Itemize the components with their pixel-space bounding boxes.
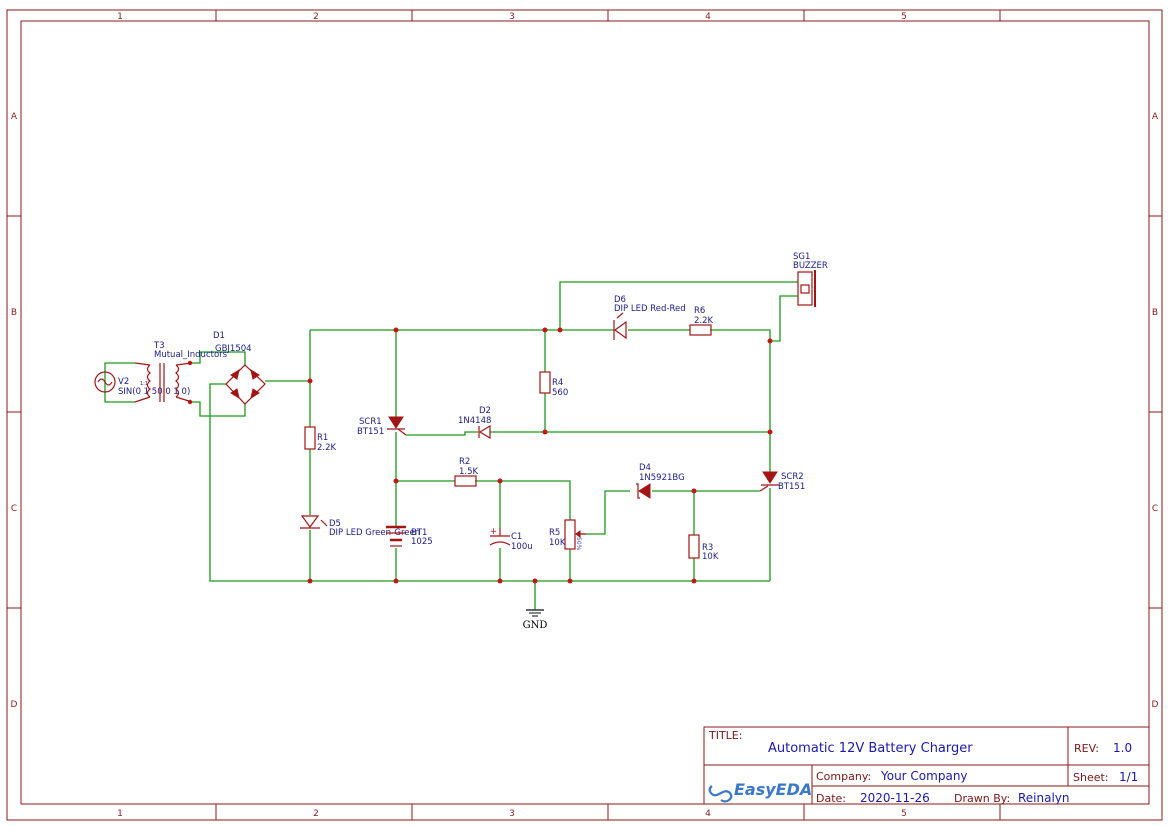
r5-potentiometer[interactable]: R5 10K 50% bbox=[549, 519, 586, 551]
scr1-thyristor[interactable]: SCR1 BT151 bbox=[357, 416, 407, 437]
rev-key: REV: bbox=[1074, 742, 1099, 755]
r1-value: 2.2K bbox=[317, 443, 337, 453]
col-label-top: 2 bbox=[313, 12, 319, 22]
scr2-value: BT151 bbox=[778, 482, 805, 492]
c1-value: 100u bbox=[511, 542, 533, 552]
d4-zener-diode[interactable]: D4 1N5921BG bbox=[636, 463, 685, 499]
d2-value: 1N4148 bbox=[458, 416, 491, 426]
r6-value: 2.2K bbox=[694, 316, 714, 326]
r5-ref: R5 bbox=[549, 528, 560, 538]
drawn-by-key: Drawn By: bbox=[954, 792, 1010, 805]
bt1-battery[interactable]: BT1 1025 bbox=[386, 525, 433, 547]
logo-text: EasyEDA bbox=[734, 780, 812, 799]
r4-ref: R4 bbox=[552, 378, 563, 388]
col-label-bottom: 2 bbox=[313, 809, 319, 819]
scr2-thyristor[interactable]: SCR2 BT151 bbox=[759, 471, 805, 492]
d5-green-led[interactable]: D5 DIP LED Green-Green bbox=[300, 515, 420, 538]
row-label-left: B bbox=[11, 308, 17, 318]
d5-ref: D5 bbox=[329, 519, 341, 529]
r1-resistor[interactable]: R1 2.2K bbox=[304, 426, 337, 453]
sheet-key: Sheet: bbox=[1073, 771, 1109, 784]
r2-resistor[interactable]: R2 1.5K bbox=[454, 457, 479, 487]
row-label-right: A bbox=[1152, 112, 1159, 122]
r3-ref: R3 bbox=[702, 543, 713, 553]
col-label-top: 3 bbox=[509, 12, 515, 22]
d6-value: DIP LED Red-Red bbox=[614, 304, 686, 314]
t3-ref: T3 bbox=[153, 341, 165, 351]
gnd-label: GND bbox=[523, 620, 548, 631]
r2-value: 1.5K bbox=[459, 467, 479, 477]
rev-value: 1.0 bbox=[1113, 741, 1132, 755]
row-label-left: C bbox=[11, 504, 17, 514]
r6-ref: R6 bbox=[694, 306, 705, 316]
bt1-value: 1025 bbox=[411, 537, 433, 547]
col-label-bottom: 1 bbox=[117, 809, 123, 819]
v2-sine-source[interactable]: V2 SIN(0 1 50 0 1 0) bbox=[94, 371, 190, 397]
t3-value: Mutual_Inductors bbox=[154, 350, 228, 360]
row-label-left: D bbox=[11, 700, 18, 710]
sheet-frame bbox=[6, 9, 1163, 821]
sg1-ref: SG1 bbox=[793, 252, 810, 262]
bt1-ref: BT1 bbox=[411, 528, 427, 538]
wires bbox=[104, 281, 798, 610]
company-key: Company: bbox=[816, 770, 871, 783]
r1-ref: R1 bbox=[317, 433, 328, 443]
c1-capacitor[interactable]: + C1 100u bbox=[489, 527, 533, 552]
company-value: Your Company bbox=[880, 769, 968, 783]
d6-red-led[interactable]: D6 DIP LED Red-Red bbox=[613, 295, 686, 340]
drawn-by-value: Reinalyn bbox=[1018, 791, 1070, 805]
gnd-symbol[interactable]: GND bbox=[523, 609, 548, 631]
d6-ref: D6 bbox=[614, 295, 626, 305]
t3-ratio: 1:1 bbox=[140, 381, 148, 387]
col-label-bottom: 5 bbox=[901, 809, 907, 819]
title-key: TITLE: bbox=[708, 729, 742, 742]
scr2-ref: SCR2 bbox=[781, 472, 804, 482]
row-label-left: A bbox=[11, 112, 18, 122]
easyeda-logo-icon: EasyEDA bbox=[708, 780, 812, 803]
r3-resistor[interactable]: R3 10K bbox=[688, 534, 719, 562]
v2-value: SIN(0 1 50 0 1 0) bbox=[118, 387, 190, 397]
grid-labels: 1 2 3 4 5 1 2 3 4 5 A B C D A B C D bbox=[11, 12, 1159, 819]
row-label-right: D bbox=[1152, 700, 1159, 710]
col-label-bottom: 3 bbox=[509, 809, 515, 819]
col-label-bottom: 4 bbox=[705, 809, 711, 819]
d1-ref: D1 bbox=[213, 331, 225, 341]
row-label-right: B bbox=[1152, 308, 1158, 318]
d2-diode[interactable]: D2 1N4148 bbox=[458, 406, 491, 440]
sg1-value: BUZZER bbox=[793, 261, 828, 271]
t3-transformer[interactable]: T3 Mutual_Inductors 1:1 bbox=[134, 341, 228, 403]
col-label-top: 5 bbox=[901, 12, 907, 22]
r5-value: 10K bbox=[549, 538, 566, 548]
d4-value: 1N5921BG bbox=[639, 473, 685, 483]
r4-value: 560 bbox=[552, 388, 568, 398]
title-value: Automatic 12V Battery Charger bbox=[768, 741, 973, 756]
junctions bbox=[187, 327, 773, 584]
date-value: 2020-11-26 bbox=[860, 791, 930, 805]
col-label-top: 4 bbox=[705, 12, 711, 22]
r6-resistor[interactable]: R6 2.2K bbox=[689, 306, 714, 336]
sheet-value: 1/1 bbox=[1119, 770, 1138, 784]
sg1-buzzer[interactable]: SG1 BUZZER bbox=[793, 252, 828, 307]
d4-ref: D4 bbox=[639, 463, 651, 473]
r4-resistor[interactable]: R4 560 bbox=[539, 371, 568, 398]
r2-ref: R2 bbox=[459, 457, 470, 467]
v2-ref: V2 bbox=[118, 377, 129, 387]
scr1-ref: SCR1 bbox=[359, 417, 382, 427]
c1-ref: C1 bbox=[511, 532, 522, 542]
d5-value: DIP LED Green-Green bbox=[329, 528, 420, 538]
d1-value: GBJ1504 bbox=[215, 344, 252, 354]
date-key: Date: bbox=[816, 792, 846, 805]
col-label-top: 1 bbox=[117, 12, 123, 22]
r3-value: 10K bbox=[702, 552, 719, 562]
d1-bridge-rectifier[interactable]: D1 GBJ1504 bbox=[213, 331, 266, 405]
title-block: TITLE: Automatic 12V Battery Charger REV… bbox=[703, 726, 1150, 805]
c1-plus-icon: + bbox=[490, 527, 497, 537]
d2-ref: D2 bbox=[479, 406, 491, 416]
scr1-value: BT151 bbox=[357, 427, 384, 437]
r5-wiper-position: 50% bbox=[575, 537, 582, 551]
row-label-right: C bbox=[1152, 504, 1158, 514]
